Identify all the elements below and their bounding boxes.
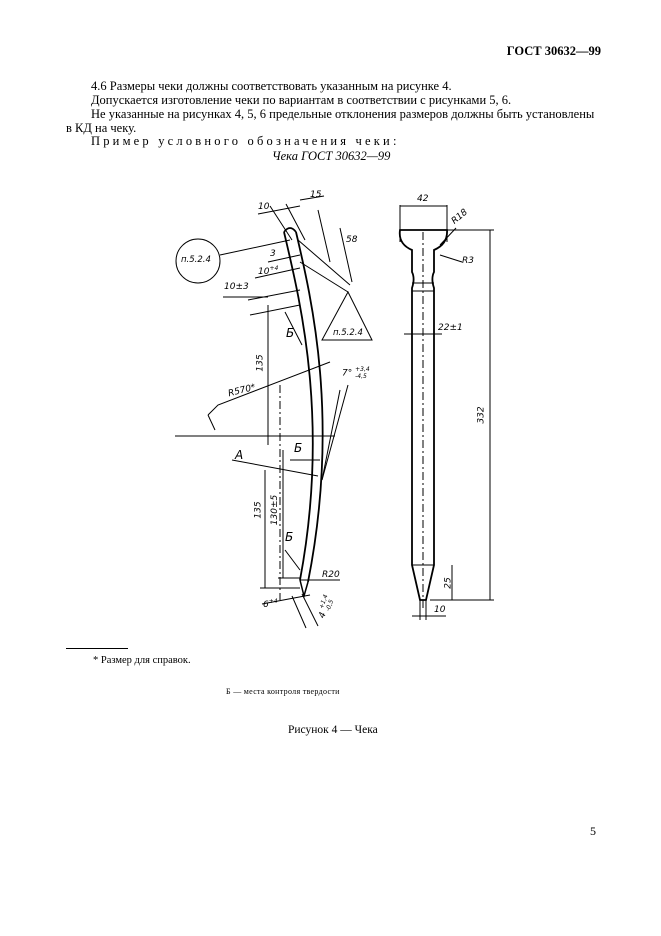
angle-7-line2 (321, 389, 341, 481)
dim-10pm3-leader (247, 289, 301, 301)
figure-caption: Рисунок 4 — Чека (288, 724, 378, 736)
dim-10-tol-label: 10+4 (258, 265, 278, 277)
label-b1: Б (286, 326, 295, 340)
ref-circle-leader (219, 239, 291, 256)
dim-15-line (299, 195, 325, 201)
pin-outer-curve (283, 231, 314, 581)
footnote-rule (66, 648, 128, 649)
angle-7-label: 7° +3,4 -4,5 (342, 366, 370, 380)
ref-circle-label: п.5.2.4 (181, 255, 211, 265)
legend-hardness: Б — места контроля твердости (226, 687, 340, 696)
dim-130-label: 130±5 (270, 494, 281, 526)
dim-10pm3-label: 10±3 (224, 282, 249, 292)
angle-7-upper: +3,4 (355, 366, 370, 373)
dim-6-line (261, 594, 311, 605)
dim-3-label: 3 (270, 249, 276, 259)
paragraph-4-6: 4.6 Размеры чеки должны соответствовать … (91, 79, 452, 93)
pin-tip (299, 579, 309, 599)
dim-10-tol-sup: +4 (269, 265, 279, 272)
ref-triangle (321, 290, 373, 341)
dim-6-sup: +4 (268, 598, 278, 605)
angle-7-value: 7° (342, 368, 353, 379)
dim-10-tol-value: 10 (258, 267, 270, 277)
paragraph-tolerances-line2: в КД на чеку. (66, 121, 137, 135)
r-r3-leader (439, 254, 463, 263)
r-dim-42-label: 42 (417, 194, 429, 204)
pin-inner-curve (295, 231, 324, 583)
label-b3: Б (285, 530, 294, 544)
dim-10-line (257, 205, 301, 215)
b3-leader (284, 549, 301, 571)
r570-break (207, 414, 216, 431)
page-number: 5 (590, 824, 596, 838)
dim-6-label: 6+4 (263, 598, 278, 610)
dim-58-line (339, 227, 353, 283)
a-leader (231, 459, 319, 477)
label-a: А (235, 448, 244, 462)
dim-10-ext (269, 205, 293, 241)
angle-7-line1 (321, 384, 349, 481)
dim-3-line (267, 254, 301, 263)
label-b2: Б (294, 441, 303, 455)
standard-header: ГОСТ 30632—99 (506, 44, 601, 58)
example-label: Пример условного обозначения чеки: (91, 134, 400, 148)
r-dim-22-label: 22±1 (438, 323, 463, 333)
dim-4-ext1 (291, 595, 307, 629)
dim-135-bottom-label: 135 (253, 501, 264, 519)
dim-58-ext (297, 239, 351, 286)
pin-top-cap (283, 227, 297, 233)
dim-10-ext2 (285, 203, 306, 241)
r-r18-leader (439, 227, 457, 246)
ref-triangle-label: п.5.2.4 (333, 328, 363, 338)
dim-10-label: 10 (258, 202, 270, 212)
dim-4-ext2 (301, 593, 319, 627)
dim-58-ext2 (317, 209, 331, 263)
dim-58-label: 58 (346, 235, 358, 245)
footnote: * Размер для справок. (93, 655, 191, 666)
angle-7-lower: -4,5 (355, 373, 367, 380)
b1-leader (284, 311, 303, 346)
ref-triangle-leader (299, 261, 349, 293)
dim-6-value: 6 (263, 600, 269, 610)
dim-10pm3-ext (249, 304, 301, 316)
radius-r20-label: R20 (322, 570, 340, 580)
example-value: Чека ГОСТ 30632—99 (272, 149, 391, 163)
r-dim-25-label: 25 (443, 577, 454, 589)
r-dim-10-label: 10 (434, 605, 446, 615)
r570-leader (207, 361, 331, 416)
dim-135-top-label: 135 (255, 354, 266, 372)
r-r3-label: R3 (462, 256, 474, 266)
r-dim-332-label: 332 (476, 406, 487, 424)
paragraph-tolerances-line1: Не указанные на рисунках 4, 5, 6 предель… (91, 107, 595, 121)
paragraph-variants: Допускается изготовление чеки по вариант… (91, 93, 512, 107)
ref-circle (175, 238, 221, 284)
dim-10-tol-line (254, 267, 301, 279)
dim-15-label: 15 (310, 190, 322, 200)
